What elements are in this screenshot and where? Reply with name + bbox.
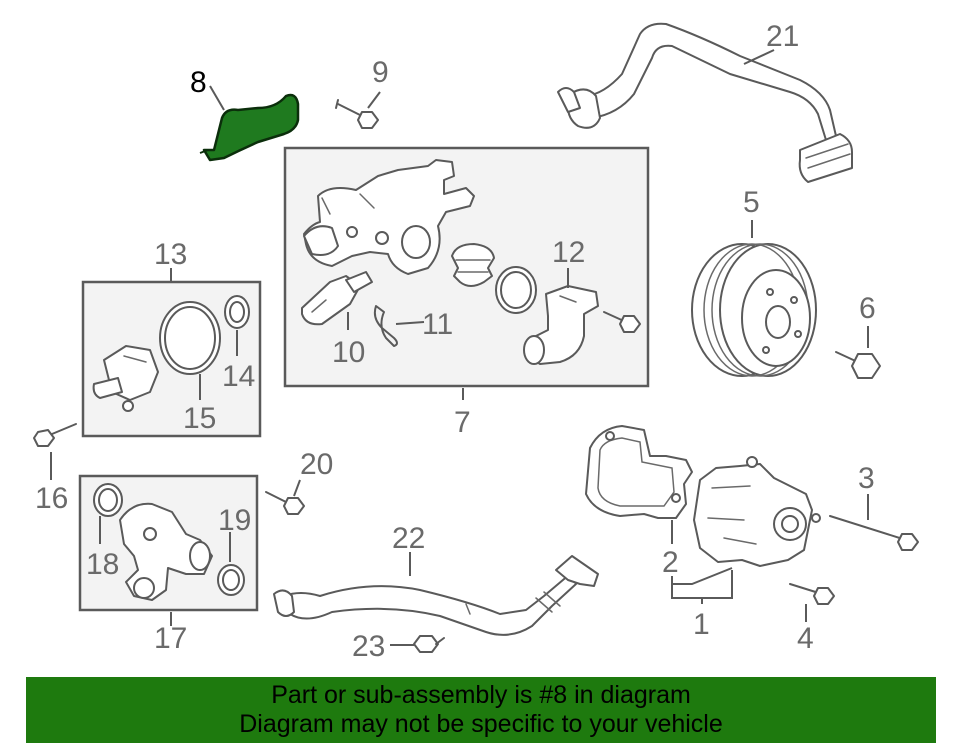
part-18-seal <box>93 483 123 517</box>
callout-labels: 21 8 9 5 12 13 6 11 10 14 15 7 20 3 16 1… <box>35 20 876 663</box>
callout-18: 18 <box>86 548 119 581</box>
callout-11: 11 <box>422 308 453 341</box>
callout-2: 2 <box>662 546 679 579</box>
callout-1: 1 <box>693 608 710 641</box>
callout-20: 20 <box>300 448 333 481</box>
part-5-pulley <box>691 243 817 377</box>
callout-4: 4 <box>797 622 814 655</box>
callout-9: 9 <box>372 56 389 89</box>
part-9-bolt <box>335 99 379 129</box>
part-8-highlighted[interactable] <box>199 93 300 162</box>
callout-16: 16 <box>35 482 68 515</box>
part-17-housing <box>119 502 213 601</box>
callout-15: 15 <box>183 402 216 435</box>
info-banner: Part or sub-assembly is #8 in diagram Di… <box>26 677 936 743</box>
part-10-sensor <box>301 271 373 326</box>
callout-8: 8 <box>190 66 207 99</box>
callout-7: 7 <box>454 406 471 439</box>
part-20-bolt <box>265 491 305 515</box>
part-3-bolt <box>829 515 919 551</box>
part-13-thermostat <box>92 345 159 412</box>
part-2-gasket <box>585 425 693 519</box>
callout-23: 23 <box>352 630 385 663</box>
part-14-seal <box>224 295 250 329</box>
part-19-seal <box>217 564 245 596</box>
part-23-bolt <box>413 635 445 653</box>
callout-21: 21 <box>766 20 799 53</box>
part-1-water-pump <box>693 456 821 567</box>
part-6-bolt <box>835 351 881 379</box>
callout-3: 3 <box>858 462 875 495</box>
part-11-clip <box>373 305 398 347</box>
callout-22: 22 <box>392 522 425 555</box>
part-o-ring-7 <box>495 266 537 314</box>
callout-14: 14 <box>222 360 255 393</box>
callout-17: 17 <box>154 622 187 655</box>
part-7-thermostat-housing <box>303 159 475 275</box>
banner-line-2: Diagram may not be specific to your vehi… <box>239 710 723 738</box>
callout-19: 19 <box>218 504 251 537</box>
part-4-bolt <box>789 583 835 605</box>
part-15-gasket <box>159 301 221 375</box>
part-16-bolt <box>33 423 77 447</box>
callout-6: 6 <box>859 292 876 325</box>
callout-12: 12 <box>552 236 585 269</box>
callout-5: 5 <box>743 186 760 219</box>
callout-13: 13 <box>154 238 187 271</box>
callout-10: 10 <box>332 336 365 369</box>
part-21-hose <box>557 22 853 183</box>
part-12-outlet <box>523 285 599 365</box>
leader-lines <box>50 49 869 646</box>
part-7-bolt <box>603 311 641 333</box>
part-thermostat-insert <box>451 243 495 287</box>
banner-line-1: Part or sub-assembly is #8 in diagram <box>271 681 691 709</box>
part-22-pipe <box>273 555 599 636</box>
